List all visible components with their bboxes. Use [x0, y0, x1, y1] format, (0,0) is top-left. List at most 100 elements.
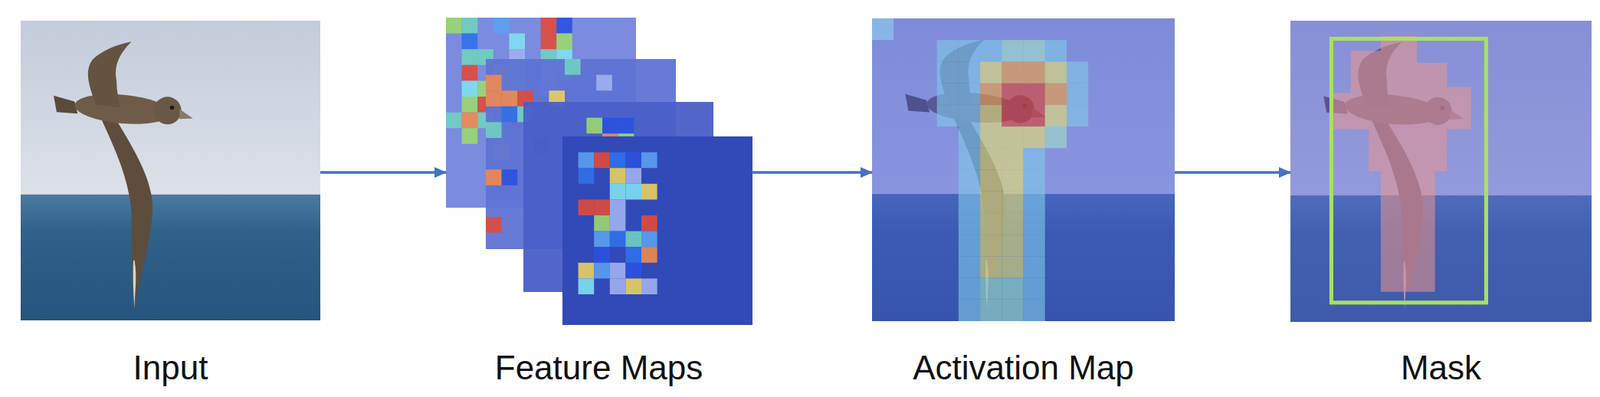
map-cell — [618, 118, 635, 135]
map-cell — [1066, 61, 1089, 83]
map-cell — [1001, 39, 1023, 62]
map-cell — [501, 106, 519, 123]
map-cell — [593, 231, 610, 248]
map-cell — [1023, 278, 1046, 300]
map-cell — [1045, 39, 1067, 62]
image-panel: Input — [20, 20, 321, 390]
map-cell — [1023, 255, 1046, 278]
map-cell — [1001, 83, 1023, 105]
map-cell — [958, 278, 981, 300]
map-cell — [1023, 83, 1046, 105]
map-cell — [625, 152, 642, 169]
map-cell — [462, 112, 479, 129]
map-cell — [1045, 104, 1067, 127]
map-cell — [485, 75, 502, 92]
map-cell — [593, 199, 610, 216]
map-cell — [872, 18, 894, 40]
map-cell — [462, 33, 479, 50]
map-cell — [1023, 170, 1046, 192]
flow-arrow — [751, 170, 873, 174]
map-cell — [641, 215, 658, 232]
map-cell — [641, 231, 658, 248]
map-cell — [937, 83, 959, 105]
map-cell — [625, 231, 642, 248]
map-cell — [609, 152, 627, 169]
map-cell — [1001, 61, 1023, 83]
map-cell — [609, 231, 627, 248]
map-cell — [485, 216, 502, 233]
map-cell — [625, 278, 642, 295]
map-cell — [1001, 126, 1023, 148]
map-cell — [1001, 255, 1023, 278]
map-cell — [980, 170, 1002, 192]
map-cell — [625, 262, 642, 279]
map-cell — [1045, 126, 1067, 148]
map-cell — [596, 75, 613, 92]
map-cell — [958, 234, 981, 256]
map-cell — [508, 33, 525, 50]
map-cell — [641, 152, 658, 169]
map-cell — [1023, 299, 1046, 322]
map-cell — [1023, 61, 1046, 83]
feature-map-stack — [445, 17, 753, 325]
map-cell — [1001, 170, 1023, 192]
map-cell — [980, 213, 1002, 235]
map-cell — [958, 213, 981, 235]
map-cell — [445, 112, 463, 129]
map-cell — [937, 61, 959, 83]
map-cell — [578, 152, 595, 169]
map-cell — [540, 17, 558, 34]
map-cell — [1023, 39, 1046, 62]
map-cell — [462, 127, 479, 145]
map-cell — [980, 255, 1002, 278]
map-cell — [958, 83, 981, 105]
map-cell — [1001, 234, 1023, 256]
map-cell — [980, 61, 1002, 83]
map-cell — [625, 183, 642, 200]
map-cell — [1001, 299, 1023, 322]
panel-label: Activation Map — [912, 348, 1135, 390]
map-cell — [641, 246, 658, 263]
map-cell — [980, 147, 1002, 170]
map-cell — [1023, 147, 1046, 170]
map-cell — [980, 191, 1002, 214]
mask-overlay — [1290, 20, 1592, 322]
map-cell — [1001, 191, 1023, 214]
map-cell — [578, 262, 595, 279]
map-cell — [462, 17, 479, 34]
map-cell — [1023, 104, 1046, 127]
flow-arrow — [1174, 170, 1291, 174]
map-cell — [485, 169, 502, 186]
panel-label: Input — [133, 348, 209, 390]
map-cell — [980, 299, 1002, 322]
map-cell — [445, 17, 463, 34]
map-cell — [980, 83, 1002, 105]
map-cell — [958, 147, 981, 170]
map-cell — [1045, 61, 1067, 83]
map-cell — [462, 49, 479, 66]
map-cell — [501, 90, 519, 107]
panel-label: Mask — [1400, 348, 1482, 390]
map-cell — [625, 167, 642, 184]
map-cell — [593, 246, 610, 263]
map-cell — [593, 215, 610, 232]
map-cell — [625, 246, 642, 263]
map-cell — [609, 278, 627, 295]
map-cell — [980, 126, 1002, 148]
map-cell — [609, 167, 627, 184]
image-panel: Feature Maps — [445, 17, 752, 390]
map-cell — [586, 118, 603, 135]
image-panel: Activation Map — [872, 18, 1175, 390]
map-cell — [1023, 191, 1046, 214]
map-cell — [958, 170, 981, 192]
map-cell — [609, 262, 627, 279]
map-cell — [578, 167, 595, 184]
map-cell — [958, 299, 981, 322]
map-cell — [462, 65, 479, 82]
map-cell — [609, 215, 627, 232]
map-cell — [958, 104, 981, 127]
map-cell — [641, 278, 658, 295]
map-cell — [1045, 83, 1067, 105]
